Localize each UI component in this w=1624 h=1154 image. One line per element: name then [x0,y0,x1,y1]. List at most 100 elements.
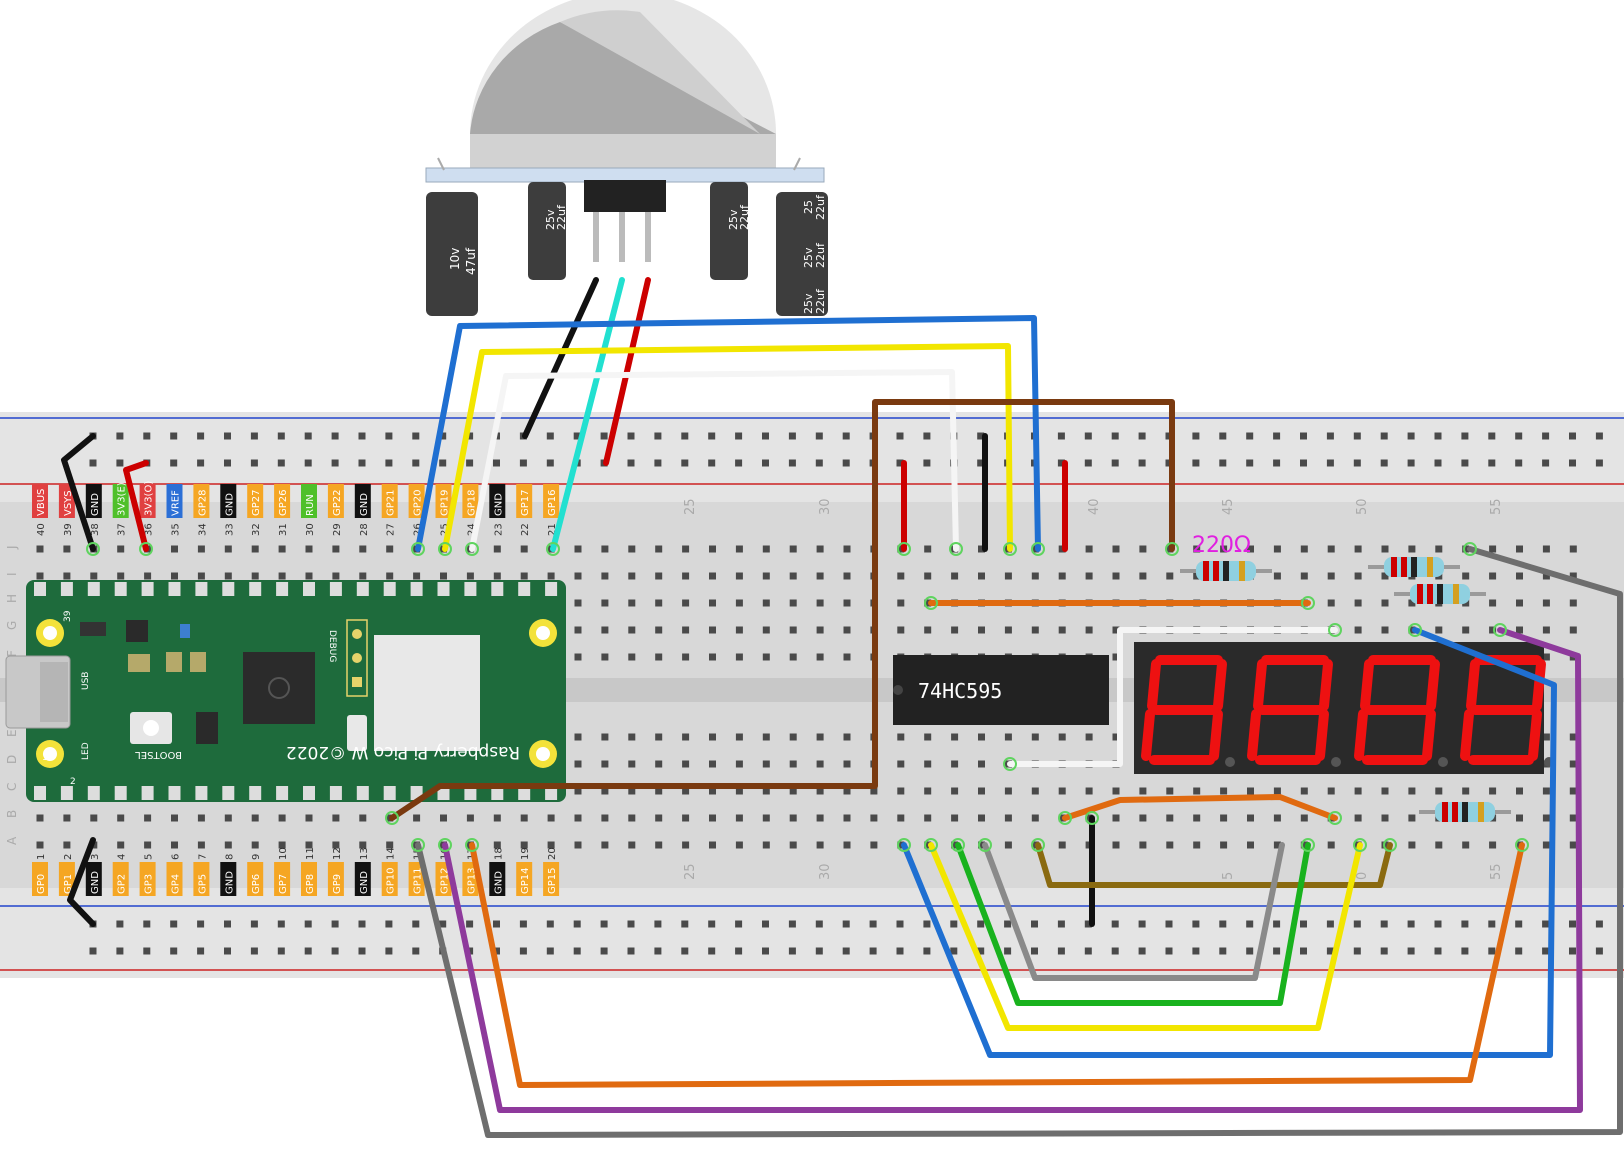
breadboard-hole [413,572,421,580]
pin-label: GP27 [251,489,262,516]
pin-number: 27 [386,523,397,536]
pin-label: VREF [171,490,182,516]
rail-hole [1057,920,1065,928]
row-letter: C [5,783,19,791]
breadboard-hole [1031,733,1039,741]
rail-hole [1273,947,1281,955]
breadboard-hole [1569,599,1577,607]
breadboard-hole [117,545,125,553]
pin-label-bg [247,484,264,518]
rail-hole [358,947,366,955]
breadboard-hole [709,814,716,822]
pin-label: GP1 [63,874,74,894]
rail-hole [708,920,716,928]
rail-hole [116,459,124,467]
pin-label: RUN [305,494,316,516]
pin-label: GP17 [520,489,531,516]
pin-label-bg [516,484,533,518]
rail-hole [116,920,124,928]
rail-hole [385,920,393,928]
breadboard-hole [789,572,797,580]
breadboard-hole [36,814,44,822]
capacitor-label: 22uf [814,194,827,220]
display-segment [1247,709,1261,761]
breadboard-hole [709,545,716,553]
rail-hole [385,432,393,440]
breadboard-hole [1542,814,1550,822]
pin-label-bg [381,862,398,896]
white-control-wire [469,369,959,552]
pin-number: 22 [520,523,531,536]
breadboard-hole [1327,787,1335,795]
breadboard-hole [843,572,851,580]
breadboard-hole [1058,572,1066,580]
pin-label-bg [301,862,317,896]
rail-hole [627,432,635,440]
connection-highlight [1301,596,1315,610]
orange-link-wire [1062,794,1338,821]
resistor-value-label: 220Ω [1192,533,1251,558]
pin-label: GP4 [171,874,182,894]
breadboard-hole [1435,787,1443,795]
connection-highlight [1058,811,1072,825]
rail-hole [277,432,285,440]
breadboard-hole [628,545,636,553]
rail-hole [1407,920,1415,928]
connection-highlight [924,838,938,852]
smd-part [180,624,190,638]
breadboard-hole [1327,841,1335,849]
breadboard-hole [1273,841,1281,849]
display-segment [1141,709,1155,761]
breadboard-hole [1166,841,1174,849]
breadboard-hole [655,626,663,634]
blue-control-wire [415,315,1041,552]
breadboard-hole [628,841,636,849]
pin-label-bg [462,484,479,518]
connection-highlight [465,542,479,556]
breadboard-hole [1273,572,1281,580]
breadboard-hole [978,841,985,849]
rail-hole [842,432,850,440]
breadboard-hole [789,841,797,849]
connection-highlight [465,838,479,852]
led-label: LED [81,742,91,760]
pin-number: 38 [90,523,101,536]
pin-label: GP0 [36,874,47,894]
castellation [114,582,127,596]
smd-part [166,652,182,672]
rail-hole [1515,459,1523,467]
pin-number: 31 [278,523,289,536]
breadboard-hole [1408,599,1416,607]
breadboard-hole [951,841,959,849]
pir-sensor: 10v 47uf 25v 22uf 25v 22uf 25 22uf 25v 2… [425,0,828,316]
rail-hole [1246,947,1254,955]
pin-number: 34 [197,523,208,536]
castellation [60,786,73,800]
display-segment [1360,659,1374,711]
breadboard-hole [332,841,340,849]
rail-hole [1461,459,1469,467]
smd-part [126,620,148,642]
pico-board: BOOTSEL USB LED 1 2 39 DEBUG Raspberry P… [5,580,566,802]
pin-number: 36 [144,523,155,536]
breadboard-hole [1381,626,1389,634]
breadboard-hole [574,572,582,580]
breadboard-hole [924,733,932,741]
breadboard-hole [870,814,878,822]
castellation [329,786,342,800]
smd-part [128,654,150,672]
capacitor [426,192,478,316]
pin-label: VSYS [63,490,74,516]
breadboard-hole [63,814,71,822]
breadboard-hole [36,841,44,849]
pin-number: 29 [332,523,343,536]
breadboard-hole [466,572,474,580]
column-mark: 40 [1087,498,1102,515]
rail-hole [1515,920,1523,928]
rail-hole [977,920,985,928]
breadboard-hole [735,841,743,849]
column-marks: 25 30 40 45 50 55 25 30 5 0 55 [683,498,1504,880]
pin-label-bg [112,862,129,896]
pin-label: GND [359,871,370,894]
